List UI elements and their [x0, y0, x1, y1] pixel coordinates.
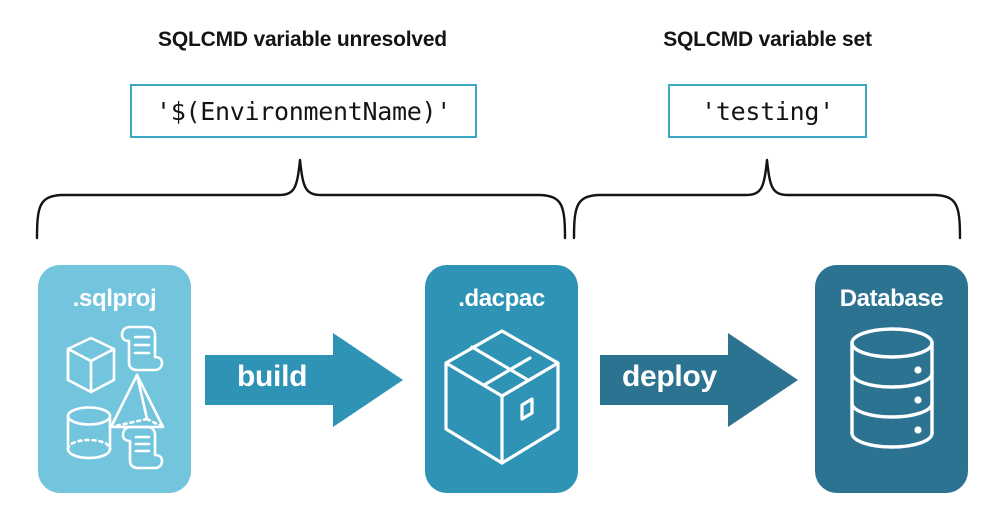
arrow-build	[205, 333, 403, 427]
database-cylinder-icon	[849, 327, 934, 449]
artifact-box-sqlproj: .sqlproj	[38, 265, 191, 493]
database-status-dot-2	[913, 396, 922, 404]
artifact-label-database: Database	[839, 285, 944, 312]
artifact-box-database: Database	[815, 265, 968, 493]
script-scroll-icon-bottom	[121, 425, 163, 470]
script-scroll-icon-top	[120, 325, 163, 372]
deploy-scope-brace	[572, 158, 962, 240]
artifact-label-dacpac: .dacpac	[458, 285, 545, 312]
database-objects-icon	[66, 325, 164, 470]
package-box-icon	[443, 329, 560, 465]
arrow-build-label: build	[237, 360, 308, 393]
arrow-deploy-label: deploy	[622, 360, 717, 393]
cylinder-shape-icon	[66, 406, 111, 460]
arrow-deploy	[600, 333, 798, 427]
build-scope-brace	[35, 158, 567, 240]
heading-sqlcmd-variable-set: SQLCMD variable set	[663, 28, 872, 51]
code-box-testing-value: 'testing'	[668, 84, 867, 138]
artifact-label-sqlproj: .sqlproj	[72, 285, 157, 312]
database-status-dot-3	[913, 426, 922, 434]
code-box-environment-name: '$(EnvironmentName)'	[130, 84, 477, 138]
cube-shape-icon	[66, 336, 115, 394]
heading-sqlcmd-variable-unresolved: SQLCMD variable unresolved	[158, 28, 447, 51]
artifact-box-dacpac: .dacpac	[425, 265, 578, 493]
database-status-dot-1	[913, 366, 922, 374]
pyramid-shape-icon	[109, 373, 164, 429]
